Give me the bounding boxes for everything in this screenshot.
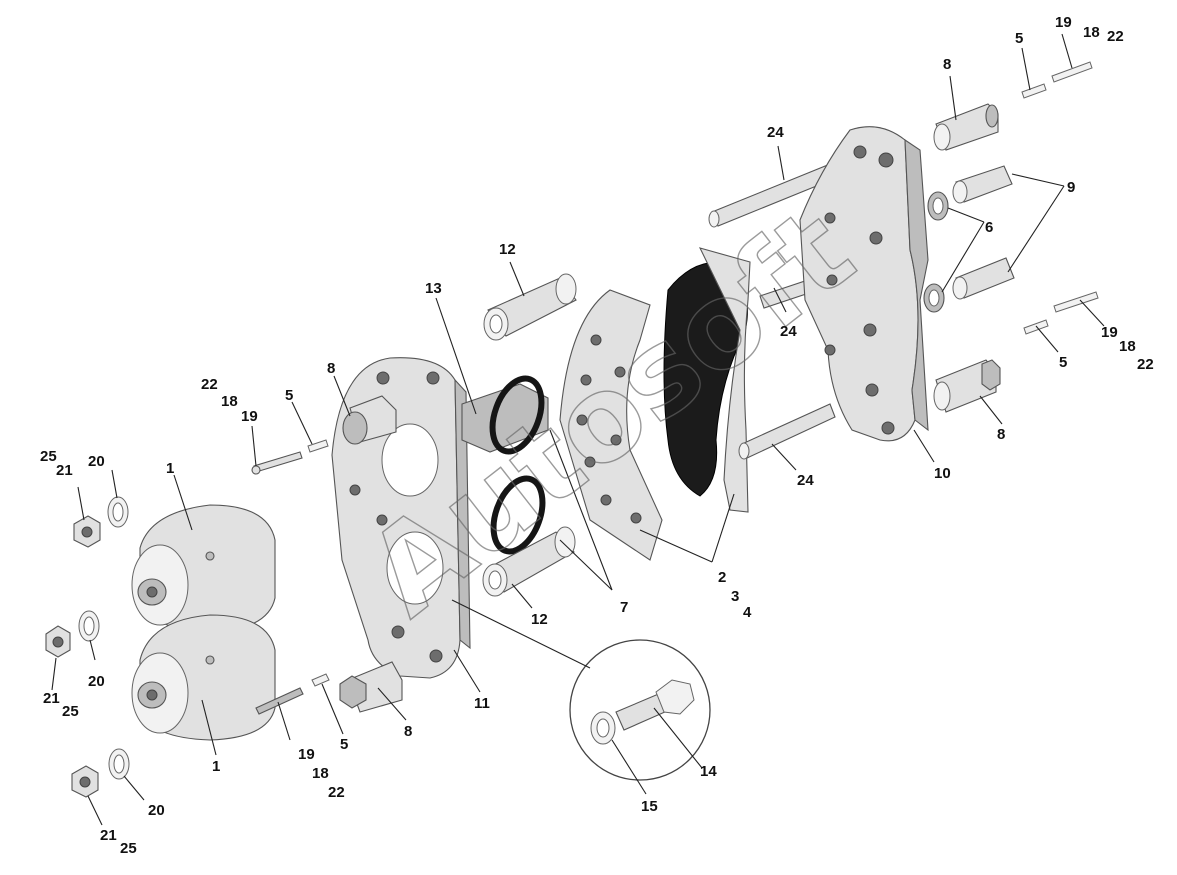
label-9: 9 [1067, 179, 1075, 196]
label-4: 4 [743, 604, 752, 621]
pin-right-lower [1053, 291, 1099, 313]
bushing-upper [483, 273, 577, 341]
ring-right-lower [923, 283, 945, 313]
label-22-left-upper: 22 [201, 376, 218, 393]
label-1-upper: 1 [166, 460, 174, 477]
bolt-right-lower [933, 359, 1001, 413]
ring-right-upper [927, 191, 949, 221]
label-18-left-upper: 18 [221, 393, 238, 410]
label-25-top-left: 25 [40, 448, 57, 465]
label-8-right-lower: 8 [997, 426, 1005, 443]
label-8-left-lower: 8 [404, 723, 412, 740]
label-22-right-lower: 22 [1137, 356, 1154, 373]
part-labels: 1 1 25 21 20 20 21 25 20 21 25 22 18 19 … [40, 14, 1154, 857]
adjuster-block [461, 383, 549, 453]
label-5-left-upper: 5 [285, 387, 293, 404]
nut-upper [73, 515, 101, 548]
label-15: 15 [641, 798, 658, 815]
label-5-right-upper: 5 [1015, 30, 1023, 47]
label-5-right-lower: 5 [1059, 354, 1067, 371]
label-18-right-upper: 18 [1083, 24, 1100, 41]
label-13: 13 [425, 280, 442, 297]
label-22-left-lower: 22 [328, 784, 345, 801]
pin-right-upper [1051, 61, 1093, 83]
cylinder-upper [131, 504, 276, 633]
leader-lines [51, 33, 1105, 826]
clip-right-lower [1023, 319, 1049, 335]
pin-left-lower [255, 687, 304, 715]
label-12-upper: 12 [499, 241, 516, 258]
washer-middle [78, 610, 100, 642]
bolt-left-upper [342, 395, 397, 445]
label-18-left-lower: 18 [312, 765, 329, 782]
clip-left-upper [307, 439, 329, 453]
label-25-middle: 25 [62, 703, 79, 720]
label-21-bottom: 21 [100, 827, 117, 844]
label-19-right-lower: 19 [1101, 324, 1118, 341]
label-24-upper: 24 [767, 124, 784, 141]
label-19-left-lower: 19 [298, 746, 315, 763]
label-21-middle: 21 [43, 690, 60, 707]
seal-ring-upper [489, 375, 545, 455]
sleeve-right-lower [952, 257, 1015, 300]
clip-right-upper [1021, 83, 1047, 99]
label-12-lower: 12 [531, 611, 548, 628]
label-18-right-lower: 18 [1119, 338, 1136, 355]
label-19-left-upper: 19 [241, 408, 258, 425]
label-22-right-upper: 22 [1107, 28, 1124, 45]
washer-upper [107, 496, 129, 528]
label-6: 6 [985, 219, 993, 236]
seal-ring-lower [490, 475, 546, 555]
label-8-left-upper: 8 [327, 360, 335, 377]
label-20-middle: 20 [88, 673, 105, 690]
label-2: 2 [718, 569, 726, 586]
brake-pad-front [559, 289, 663, 561]
bushing-lower [482, 526, 576, 597]
label-19-right-upper: 19 [1055, 14, 1072, 31]
bolt-right-upper [933, 103, 999, 151]
cylinder-lower [131, 614, 276, 741]
label-7: 7 [620, 599, 628, 616]
detail-callout [569, 639, 711, 781]
sleeve-right-upper [952, 165, 1013, 204]
label-8-right-upper: 8 [943, 56, 951, 73]
label-1-lower: 1 [212, 758, 220, 775]
label-25-bottom: 25 [120, 840, 137, 857]
label-21-top-left: 21 [56, 462, 73, 479]
guide-rod-lower [738, 403, 836, 460]
pin-left-upper [251, 451, 303, 475]
label-24-middle: 24 [780, 323, 797, 340]
label-3: 3 [731, 588, 739, 605]
label-20-bottom: 20 [148, 802, 165, 819]
nut-middle [45, 625, 71, 658]
label-11: 11 [474, 695, 490, 712]
caliper-plate-right [799, 126, 929, 442]
label-24-lower: 24 [797, 472, 814, 489]
nut-lower [71, 765, 99, 798]
label-14: 14 [700, 763, 717, 780]
label-10: 10 [934, 465, 951, 482]
brake-pad-rear [698, 247, 751, 513]
label-5-left-lower: 5 [340, 736, 348, 753]
washer-lower [108, 748, 130, 780]
label-20-top-left: 20 [88, 453, 105, 470]
clip-left-lower [311, 673, 330, 687]
